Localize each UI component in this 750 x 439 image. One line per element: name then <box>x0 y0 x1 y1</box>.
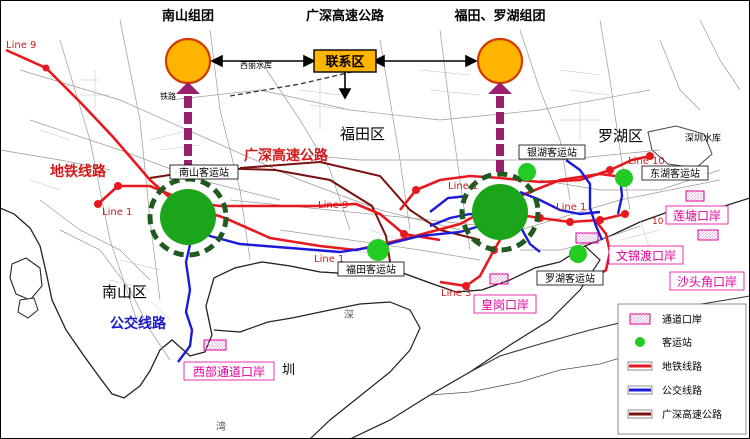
line1-mid-label: Line 1 <box>314 254 344 265</box>
hong-kong-coast <box>429 351 641 396</box>
shatoujiao-port-box <box>669 271 745 291</box>
link-arrows <box>210 54 478 100</box>
bay-label: 湾 <box>216 420 226 433</box>
legend-station-swatch <box>635 337 645 347</box>
legend-expressway-label: 广深高速公路 <box>662 408 722 421</box>
coastline <box>213 301 421 439</box>
line1-center-label: Line 1 <box>448 181 478 192</box>
street-grid <box>29 69 661 321</box>
western-port-label: 西部通道口岸 <box>193 364 265 379</box>
donghu-station-label: 东湖客运站 <box>650 167 700 180</box>
metro-route-label: 地铁线路 <box>50 163 107 180</box>
luohu-district-label: 罗湖区 <box>598 127 643 145</box>
wenjindu-port-label: 文锦渡口岸 <box>616 248 676 263</box>
line1-left-label: Line 1 <box>102 207 132 218</box>
guangshen-expressway <box>239 160 481 241</box>
shenzhen-reservoir <box>647 125 713 169</box>
nanshan-cluster-circle <box>164 37 212 85</box>
railway-line <box>229 69 361 97</box>
line-tail-label: 10 <box>652 217 664 227</box>
futian-hub-ring <box>459 171 541 253</box>
sea <box>0 207 601 439</box>
link-zone-label: 联系区 <box>325 54 364 70</box>
passenger-stations <box>367 163 633 263</box>
shenzhen-reservoir-label: 深圳水库 <box>685 132 721 144</box>
border-ports <box>203 190 719 351</box>
nanshan-station-label: 南山客运站 <box>179 166 229 179</box>
line10-label: Line 10 <box>628 156 665 167</box>
legend-port-swatch <box>629 313 651 325</box>
link-zone-box <box>313 49 377 73</box>
futian-arrow <box>488 82 512 172</box>
huanggang-port-label: 皇岗口岸 <box>481 298 529 312</box>
yinhu-station-box <box>518 144 586 160</box>
futian-luohu-cluster-circle <box>476 37 524 85</box>
bus-route-label: 公交线路 <box>110 315 167 332</box>
western-port-box <box>183 361 275 381</box>
nanshan-cluster-title: 南山组团 <box>162 8 214 24</box>
island <box>17 297 39 319</box>
line9-top-label: Line 9 <box>6 40 36 51</box>
island <box>9 257 43 301</box>
zhen-label: 圳 <box>282 363 295 378</box>
futian-luohu-cluster-title: 福田、罗湖组团 <box>453 8 545 24</box>
huanggang-port-box <box>473 294 537 314</box>
donghu-station-box <box>641 165 709 181</box>
legend-metro-label: 地铁线路 <box>662 360 702 373</box>
xili-reservoir-label: 西丽水库 <box>240 60 272 70</box>
futian-station-box <box>337 261 405 277</box>
liantang-port-label: 莲塘口岸 <box>673 208 721 223</box>
legend-port-label: 通道口岸 <box>662 313 702 326</box>
nanshan-district-label: 南山区 <box>102 283 147 301</box>
nanshan-station-box <box>169 164 239 180</box>
luohu-station-label: 罗湖客运站 <box>545 272 595 285</box>
railway-label: 铁路 <box>160 91 176 101</box>
line9-mid-label: Line 9 <box>318 200 348 211</box>
expressway-route-label: 广深高速公路 <box>244 147 329 164</box>
legend-station-label: 客运站 <box>662 336 692 349</box>
road-network <box>0 19 741 361</box>
shen-label: 深 <box>344 309 354 321</box>
wenjindu-port-box <box>608 245 684 265</box>
line3-label: Line 3 <box>441 288 471 299</box>
legend: 通道口岸 客运站 地铁线路 公交线路 广深高速公路 <box>617 303 747 435</box>
liantang-port-box <box>665 205 729 225</box>
nanshan-hub <box>160 189 216 245</box>
expressway-title: 广深高速公路 <box>306 8 385 24</box>
legend-bus-label: 公交线路 <box>662 384 702 397</box>
luohu-station-box <box>536 270 604 286</box>
futian-district-label: 福田区 <box>340 125 385 143</box>
shatoujiao-port-label: 沙头角口岸 <box>677 275 737 289</box>
futian-hub <box>472 184 528 240</box>
futian-station-label: 福田客运站 <box>346 263 396 276</box>
yinhu-station-label: 银湖客运站 <box>527 146 577 159</box>
line-east-label: Line 1 <box>556 202 586 213</box>
